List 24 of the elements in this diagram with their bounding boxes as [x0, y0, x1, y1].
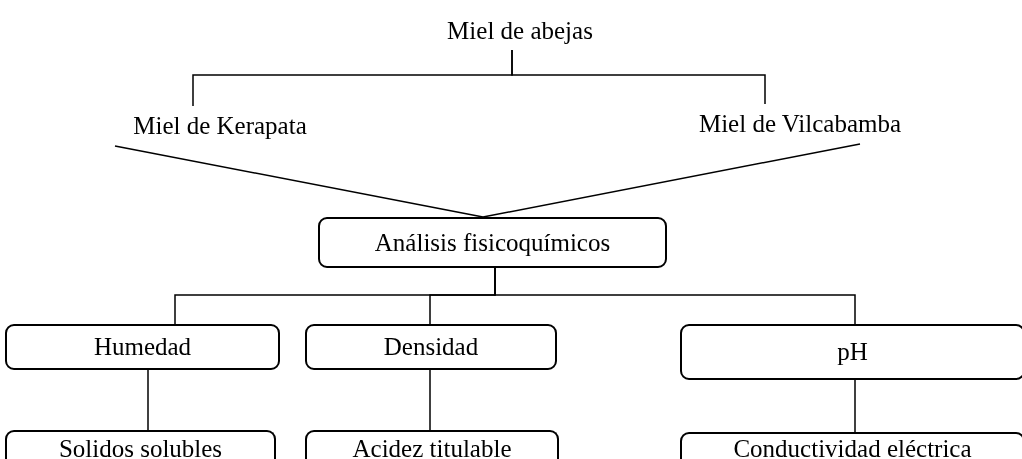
connector-line [494, 267, 856, 325]
box-label: Humedad [93, 333, 192, 361]
connector-line [854, 379, 856, 433]
process-box [5, 324, 280, 370]
node-label: Miel de Vilcabamba [655, 104, 945, 144]
box-label: Acidez titulable [352, 435, 512, 459]
connector-line [511, 49, 766, 105]
process-box [680, 324, 1022, 380]
connector-line [429, 369, 431, 431]
box-label: Densidad [383, 333, 479, 361]
box-label: Conductividad eléctrica [733, 435, 972, 459]
connector-line [147, 369, 149, 431]
process-box [680, 432, 1022, 459]
box-label: pH [837, 338, 868, 366]
process-box [318, 217, 667, 268]
node-label: Miel de abejas [420, 12, 620, 50]
box-label: Solidos solubles [58, 435, 223, 459]
process-box [305, 324, 557, 370]
connector-line [114, 145, 484, 218]
process-box [5, 430, 276, 459]
box-label: Análisis fisicoquímicos [374, 228, 611, 257]
process-box [305, 430, 559, 459]
node-label: Miel de Kerapata [95, 106, 345, 146]
connector-line [482, 143, 861, 218]
